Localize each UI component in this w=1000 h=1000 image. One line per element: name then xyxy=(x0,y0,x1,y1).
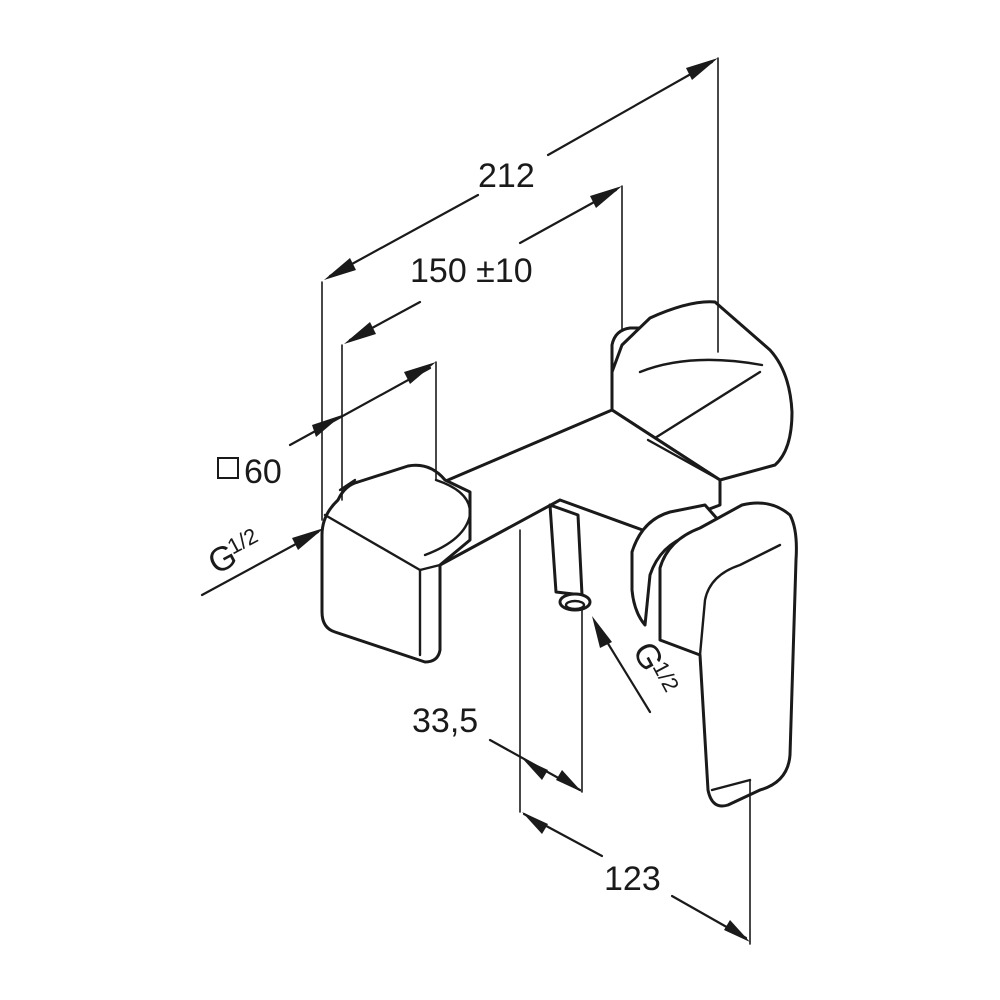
label-123: 123 xyxy=(604,860,661,898)
arrow-150-right xyxy=(590,186,622,208)
right-body-edge xyxy=(638,358,764,374)
outlet-thread xyxy=(564,599,586,611)
label-335: 33,5 xyxy=(412,702,478,740)
label-square-60: 60 xyxy=(217,453,282,491)
right-body-diagonal xyxy=(653,370,762,440)
label-212: 212 xyxy=(478,157,535,195)
lever-handle xyxy=(658,501,798,808)
arrow-335-right xyxy=(556,770,582,792)
arrow-60-left xyxy=(312,415,342,437)
arrow-g-outlet xyxy=(592,616,612,648)
label-g-left: G 1/2 xyxy=(202,523,262,582)
arrow-123-right xyxy=(724,920,750,942)
right-body-top-edge xyxy=(713,300,772,352)
faucet-body xyxy=(320,300,798,808)
arrow-212-left xyxy=(324,258,356,280)
dimension-lines xyxy=(200,57,751,945)
arrow-150-left xyxy=(344,322,376,344)
square-symbol-icon xyxy=(217,457,239,479)
left-body-scoop xyxy=(423,478,472,557)
left-body-block xyxy=(320,463,472,664)
label-60: 60 xyxy=(244,453,282,491)
label-150: 150 ±10 xyxy=(410,252,533,290)
arrow-60-right xyxy=(404,362,436,384)
handle-collar xyxy=(630,503,722,627)
lever-face-edge xyxy=(698,543,782,657)
dim-60-line xyxy=(288,366,432,447)
dim-212-line-a xyxy=(328,193,480,278)
outlet-stub xyxy=(548,503,584,597)
bar-top-edge xyxy=(418,408,614,494)
arrow-g-left xyxy=(292,528,324,550)
dim-212-line-b xyxy=(546,60,714,157)
arrow-335-left xyxy=(522,758,548,780)
bar-cutout-edge xyxy=(646,438,722,482)
arrow-123-left xyxy=(522,812,548,834)
arrow-212-right xyxy=(686,58,718,80)
lever-bottom-edge xyxy=(710,778,752,792)
